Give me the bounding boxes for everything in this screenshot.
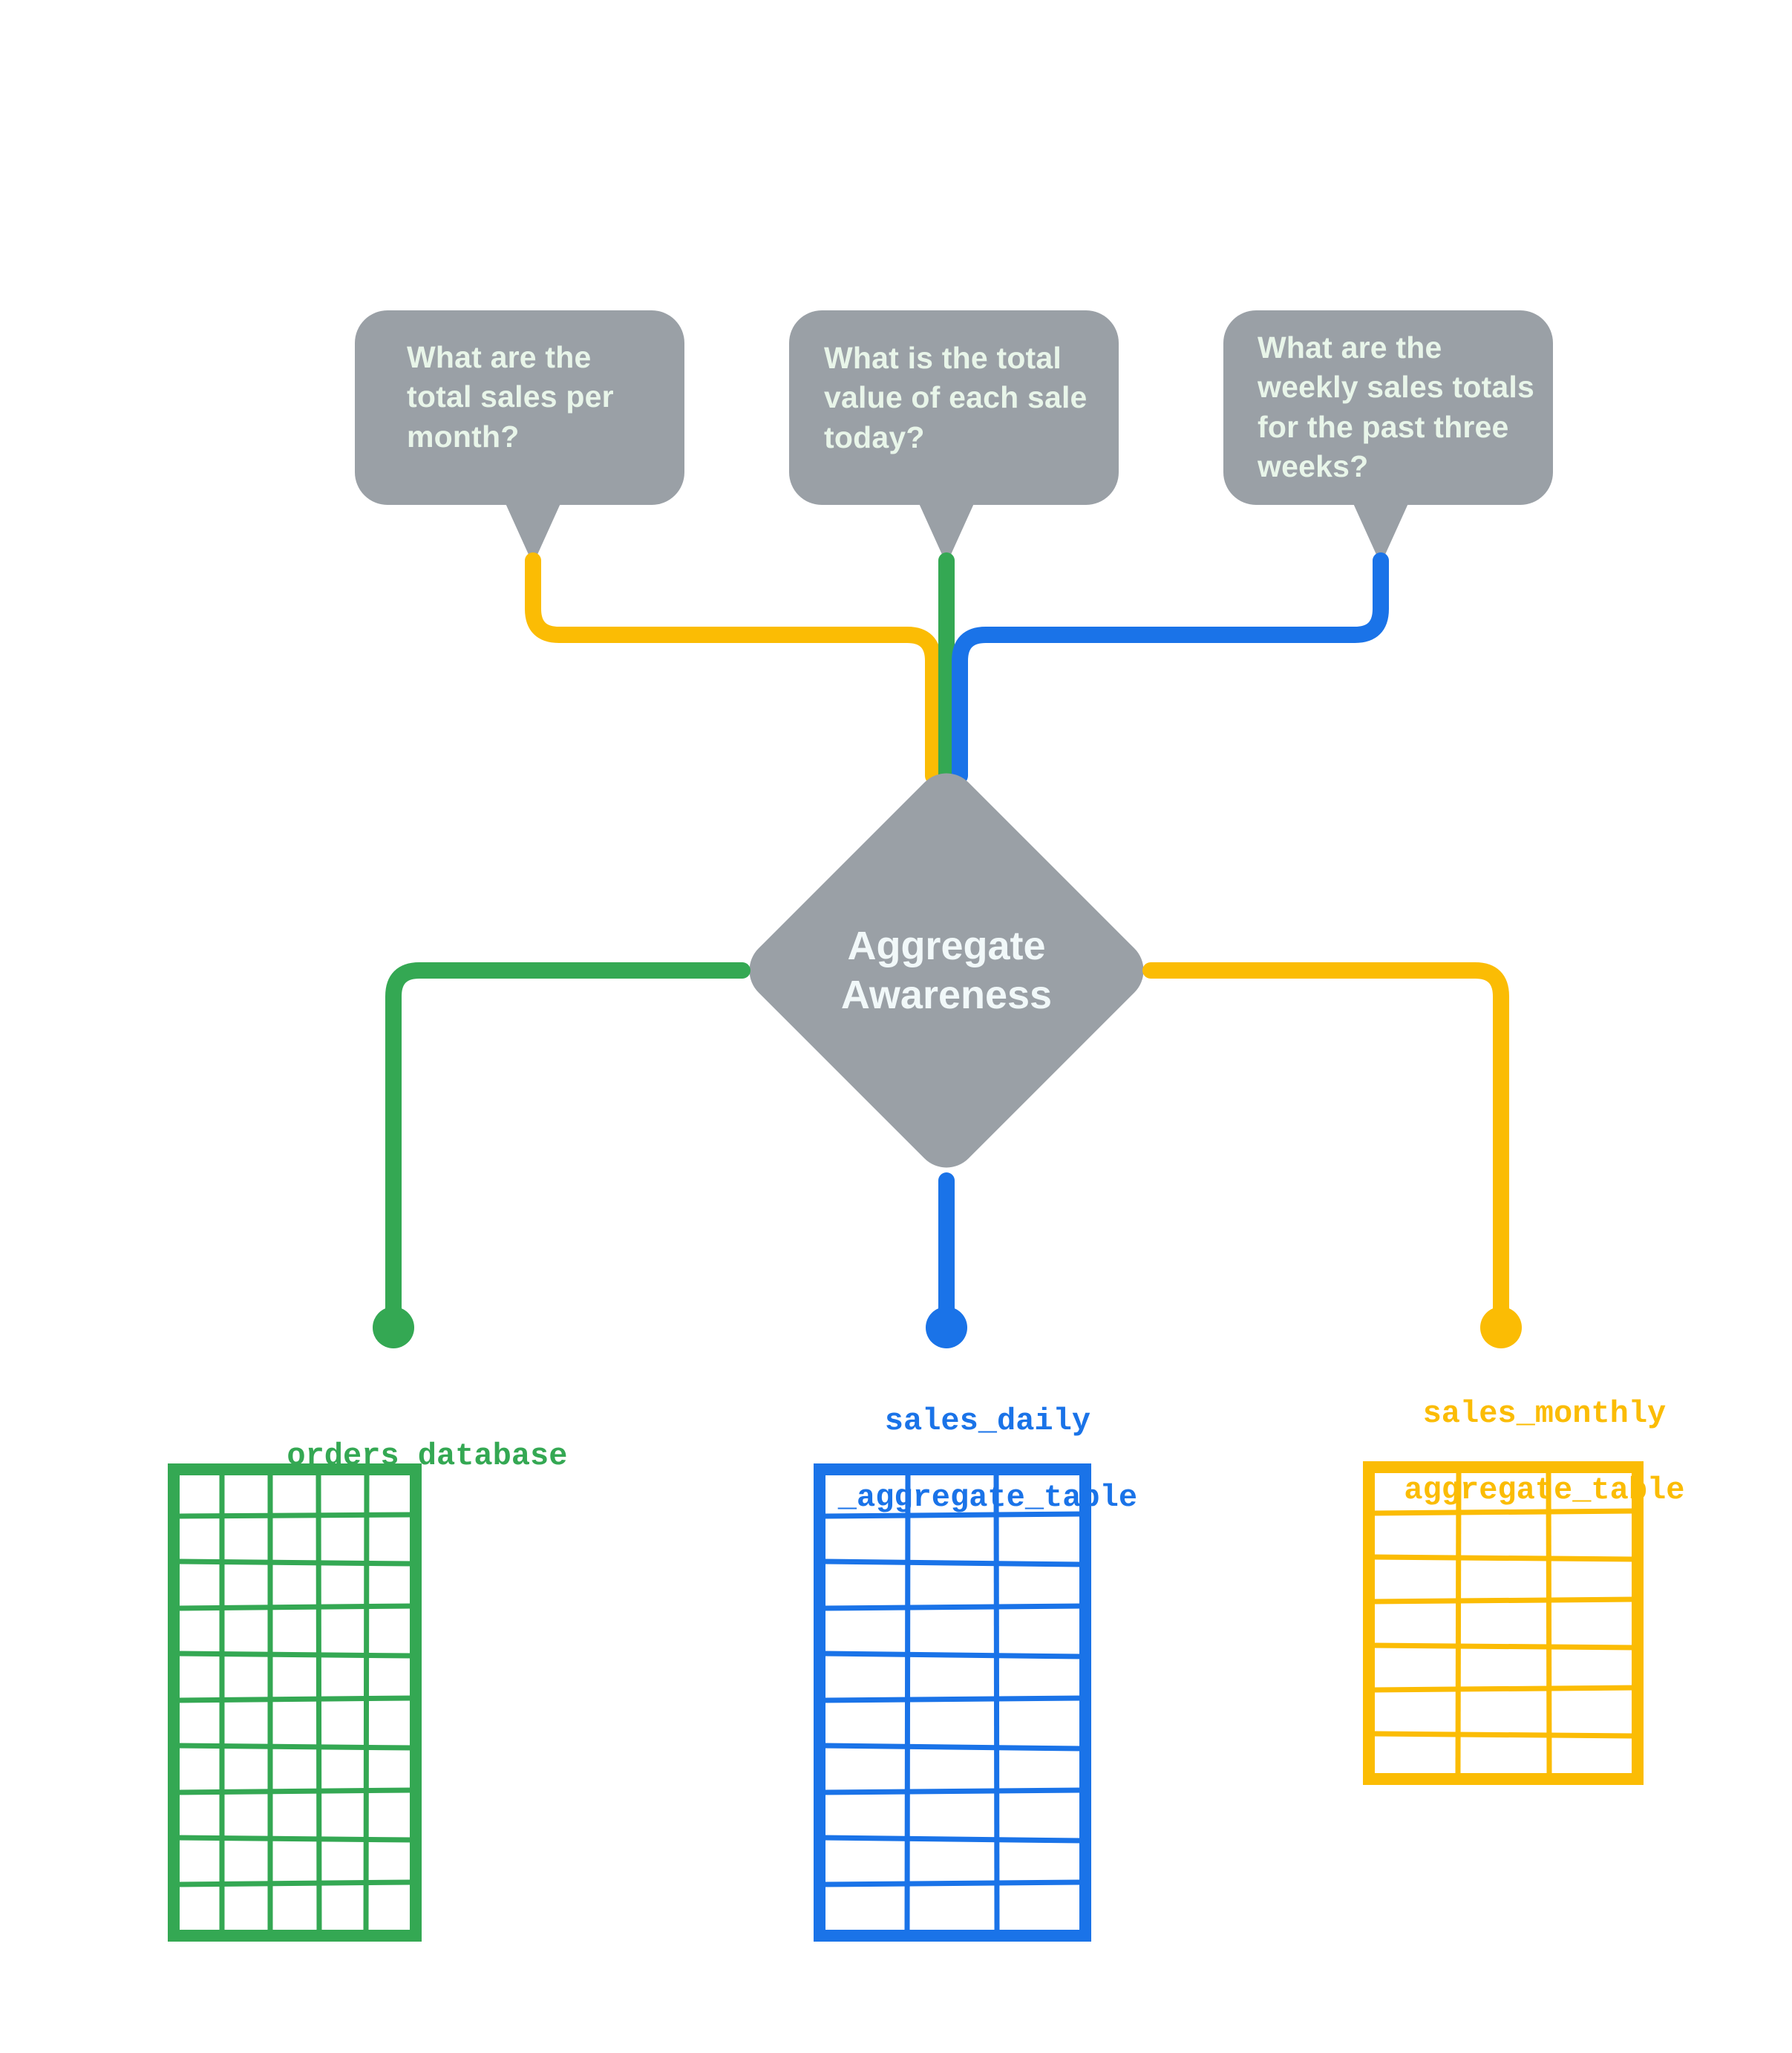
table-grid-sales-monthly[interactable] [1363, 1461, 1644, 1785]
table-grid-orders-database[interactable] [168, 1463, 422, 1942]
speech-bubble-monthly [355, 310, 684, 564]
table-label-orders-database-line1: orders_database [287, 1438, 568, 1475]
endpoint-dot-sales-daily [926, 1307, 967, 1348]
connector-monthly-question [525, 552, 941, 784]
endpoint-dot-orders-database [373, 1307, 414, 1348]
node-label-line1: Aggregate [847, 924, 1046, 968]
connector-orders-database [385, 962, 751, 1324]
table-label-sales-daily: sales_daily _aggregate_table [750, 1365, 1151, 1555]
speech-bubble-monthly-label: What are the total sales per month? [407, 340, 614, 454]
table-label-sales-monthly-line1: sales_monthly [1422, 1396, 1667, 1432]
speech-bubble-daily-label: What is the total value of each sale tod… [824, 341, 1088, 454]
table-label-orders-database: orders_database [189, 1400, 590, 1514]
connector-weekly-question [952, 552, 1389, 784]
table-label-sales-daily-line2: _aggregate_table [837, 1479, 1138, 1515]
speech-bubble-daily [789, 310, 1119, 564]
table-label-sales-monthly-line2: aggregate_table [1404, 1472, 1685, 1508]
speech-bubble-weekly [1223, 310, 1553, 564]
node-label-line2: Awareness [840, 972, 1053, 1017]
endpoint-dot-sales-monthly [1480, 1307, 1522, 1348]
table-label-sales-daily-line1: sales_daily [884, 1403, 1091, 1440]
speech-bubble-weekly-label: What are the weekly sales totals for the… [1258, 330, 1535, 483]
connector-sales-monthly [1142, 962, 1509, 1324]
aggregate-awareness-label: Aggregate Awareness [753, 922, 1139, 1020]
aggregate-awareness-node[interactable] [736, 760, 1157, 1181]
table-label-sales-monthly: sales_monthly aggregate_table [1307, 1357, 1707, 1547]
table-grid-sales-daily[interactable] [814, 1463, 1091, 1942]
